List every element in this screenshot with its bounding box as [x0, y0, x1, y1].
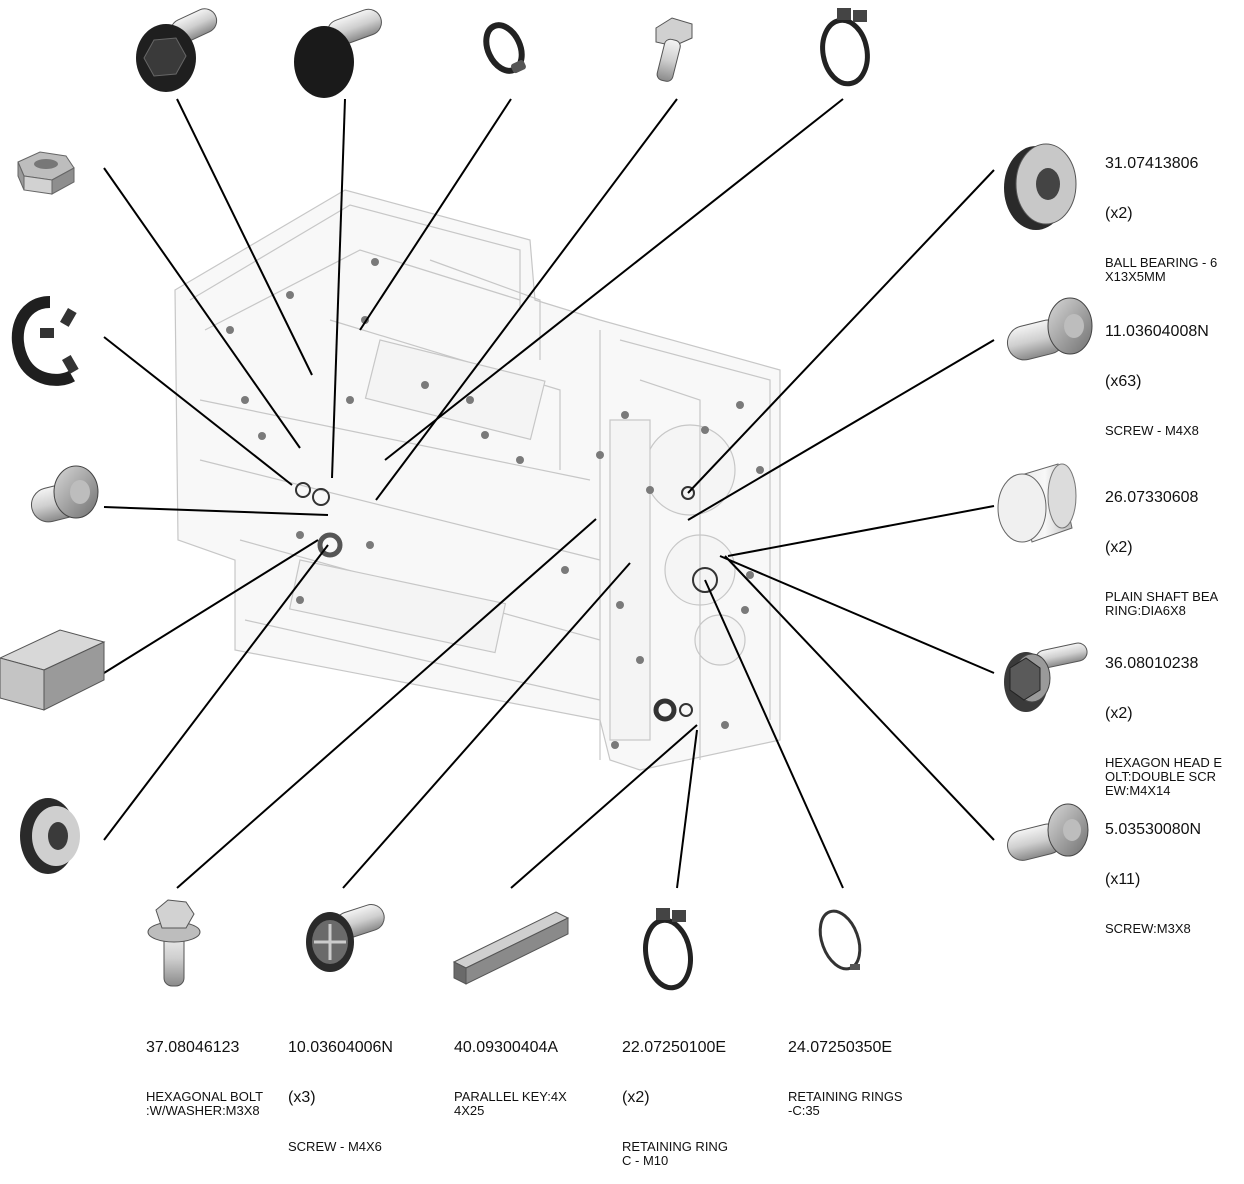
- part-label-22-07250100e: 22.07250100E (x2) RETAINING RING C - M10: [622, 1006, 728, 1184]
- assembly-highlighted-parts: [295, 482, 718, 722]
- retaining-ring-tabbed-icon: [643, 908, 693, 991]
- screw-icon: [1006, 297, 1093, 361]
- phillips-screw-icon: [306, 904, 385, 972]
- part-number: 40.09300404A: [454, 1038, 559, 1056]
- printer-assembly: [174, 189, 781, 771]
- key-block-icon: [0, 629, 106, 711]
- part-label-10-03604006n: 10.03604006N (x3) SCREW - M4X6: [288, 1006, 393, 1171]
- ball-bearing-icon: [1004, 143, 1077, 230]
- hex-flange-bolt-icon: [147, 899, 201, 987]
- part-quantity: (x2): [622, 1088, 650, 1106]
- e-ring-small-icon: [483, 22, 526, 74]
- part-description: RETAINING RING C - M10: [622, 1139, 728, 1169]
- part-label-37-08046123: 37.08046123 HEXAGONAL BOLT :W/WASHER:M3X…: [146, 1006, 263, 1134]
- hex-flange-screw-icon: [136, 8, 218, 92]
- part-description: HEXAGONAL BOLT :W/WASHER:M3X8: [146, 1088, 264, 1118]
- part-description: SCREW - M4X6: [288, 1139, 382, 1155]
- screw-small-icon: [1007, 803, 1089, 861]
- part-number: 37.08046123: [146, 1038, 240, 1056]
- part-number: 22.07250100E: [622, 1038, 727, 1056]
- hex-bolt-small-icon: [655, 17, 693, 82]
- hex-nut-icon: [17, 151, 75, 195]
- leader-lines: [103, 98, 995, 889]
- part-number: 24.07250350E: [788, 1038, 893, 1056]
- e-ring-large-icon: [11, 296, 79, 386]
- part-description: PARALLEL KEY:4X 4X25: [454, 1088, 567, 1118]
- flat-head-screw-icon: [294, 8, 382, 98]
- plain-bearing-icon: [997, 463, 1077, 543]
- hex-head-bolt-icon: [1004, 642, 1088, 712]
- part-number: 10.03604006N: [288, 1038, 393, 1056]
- part-quantity: (x3): [288, 1088, 316, 1106]
- retaining-ring-large-icon: [820, 8, 870, 87]
- washer-icon: [20, 798, 80, 874]
- part-label-24-07250350e: 24.07250350E RETAINING RINGS -C:35: [788, 1006, 903, 1134]
- part-description: RETAINING RINGS -C:35: [788, 1088, 903, 1118]
- shoulder-screw-icon: [30, 465, 99, 523]
- parallel-key-icon: [452, 911, 570, 985]
- retaining-ring-thin-icon: [818, 909, 862, 971]
- part-label-40-09300404a: 40.09300404A PARALLEL KEY:4X 4X25: [454, 1006, 567, 1134]
- exploded-parts-diagram: [0, 8, 1093, 991]
